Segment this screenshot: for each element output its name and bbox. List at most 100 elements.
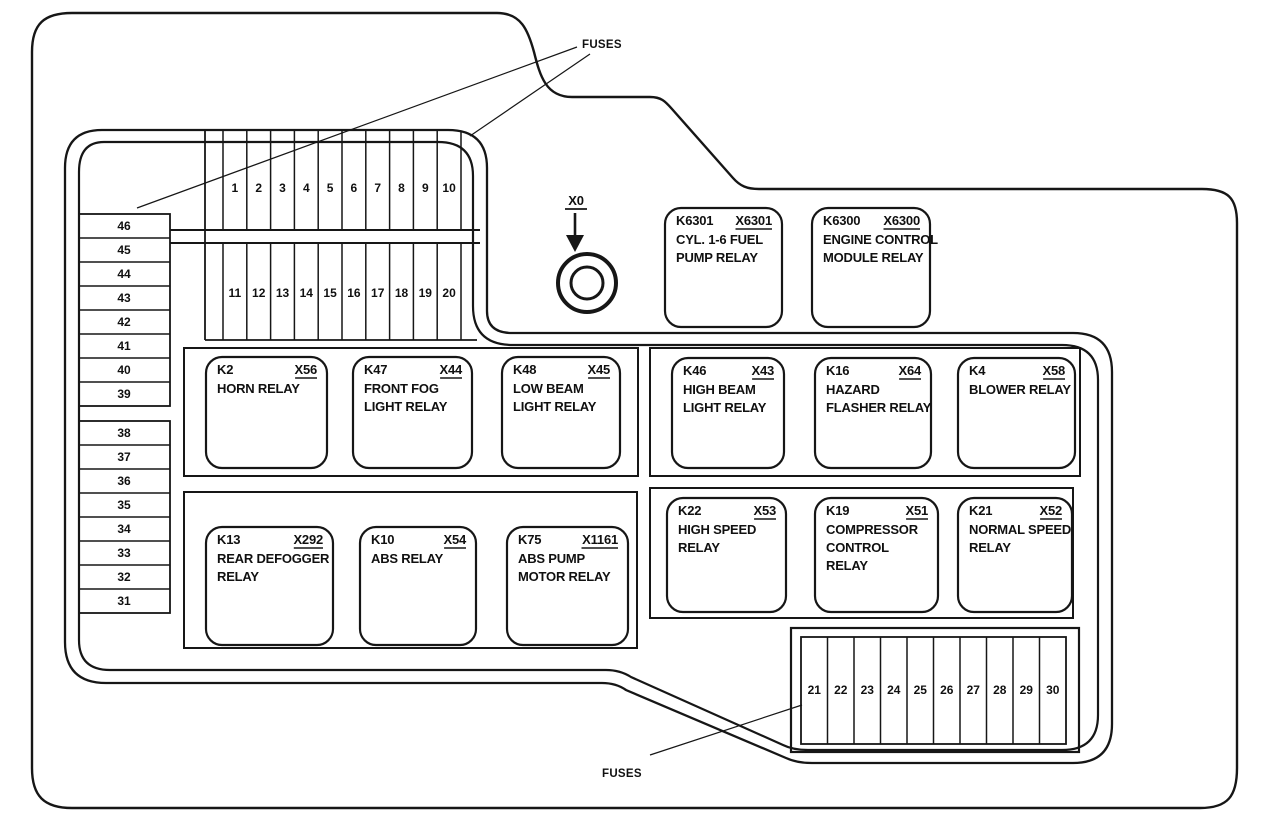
relay-connector: X292 bbox=[293, 532, 323, 547]
relay-code: K75 bbox=[518, 532, 541, 547]
fuse-number: 39 bbox=[117, 387, 131, 401]
fuse-number: 11 bbox=[229, 286, 242, 300]
fuse-number: 22 bbox=[834, 683, 848, 697]
fuse-number: 17 bbox=[371, 286, 385, 300]
relay-group-front-left bbox=[183, 347, 639, 477]
relay-connector: X58 bbox=[1042, 363, 1065, 378]
fuse-number: 14 bbox=[300, 286, 314, 300]
ground-point-outer-ring bbox=[556, 252, 618, 314]
fuse-number: 10 bbox=[442, 181, 456, 195]
fuse-number: 16 bbox=[347, 286, 361, 300]
bottom-strip-outer bbox=[789, 626, 1081, 754]
relay-connector: X6300 bbox=[883, 213, 920, 228]
fuse-number: 45 bbox=[117, 243, 131, 257]
relay-name-line: CONTROL bbox=[826, 540, 889, 555]
relay-box-K19 bbox=[813, 496, 940, 614]
fuse-number: 5 bbox=[327, 181, 334, 195]
fuse-number: 36 bbox=[117, 474, 131, 488]
ground-point-label: X0 bbox=[568, 193, 584, 208]
fuses-top-label: FUSES bbox=[582, 39, 622, 51]
fuse-number: 43 bbox=[117, 291, 131, 305]
relay-name-line: ABS PUMP bbox=[518, 551, 586, 566]
relay-code: K13 bbox=[217, 532, 240, 547]
relay-name-line: HIGH SPEED bbox=[678, 522, 756, 537]
relay-name-line: LOW BEAM bbox=[513, 381, 584, 396]
relay-name-line: RELAY bbox=[826, 558, 868, 573]
relay-connector: X54 bbox=[443, 532, 467, 547]
relay-connector: X6301 bbox=[735, 213, 772, 228]
fuse-number: 8 bbox=[398, 181, 405, 195]
relay-code: K16 bbox=[826, 363, 849, 378]
fuse-number: 28 bbox=[993, 683, 1007, 697]
relay-box-K48 bbox=[500, 355, 622, 470]
fuse-number: 23 bbox=[861, 683, 875, 697]
fuse-number: 4 bbox=[303, 181, 310, 195]
relay-box-K13 bbox=[204, 525, 335, 647]
relay-name-line: RELAY bbox=[217, 569, 259, 584]
relay-code: K4 bbox=[969, 363, 986, 378]
fuse-number: 40 bbox=[117, 363, 131, 377]
fuses-bottom-label: FUSES bbox=[602, 768, 642, 780]
fuse-number: 35 bbox=[117, 498, 131, 512]
fuse-number: 44 bbox=[117, 267, 131, 281]
relay-box-K21 bbox=[956, 496, 1074, 614]
relay-code: K46 bbox=[683, 363, 706, 378]
fuse-number: 42 bbox=[117, 315, 131, 329]
relay-name-line: FRONT FOG bbox=[364, 381, 439, 396]
relay-code: K2 bbox=[217, 362, 233, 377]
fuse-number: 33 bbox=[117, 546, 131, 560]
fuse-number: 34 bbox=[117, 522, 131, 536]
relay-connector: X52 bbox=[1039, 503, 1062, 518]
relay-code: K10 bbox=[371, 532, 394, 547]
fuse-number: 32 bbox=[117, 570, 131, 584]
relay-code: K6300 bbox=[823, 213, 860, 228]
fuse-number: 46 bbox=[117, 219, 131, 233]
relay-name-line: LIGHT RELAY bbox=[513, 399, 597, 414]
relay-name-line: CYL. 1-6 FUEL bbox=[676, 232, 763, 247]
relay-name-line: RELAY bbox=[969, 540, 1011, 555]
relay-group-front-right bbox=[649, 347, 1081, 477]
relay-name-line: RELAY bbox=[678, 540, 720, 555]
relay-name-line: FLASHER RELAY bbox=[826, 400, 932, 415]
relay-box-K2 bbox=[204, 355, 329, 470]
relay-name-line: HORN RELAY bbox=[217, 381, 300, 396]
fuse-number: 13 bbox=[276, 286, 290, 300]
relay-box-K6300 bbox=[810, 206, 932, 329]
relay-code: K21 bbox=[969, 503, 992, 518]
fuse-number: 26 bbox=[940, 683, 954, 697]
relay-connector: X51 bbox=[905, 503, 928, 518]
relay-box-K16 bbox=[813, 356, 933, 470]
fuses-top-leader-right bbox=[469, 53, 591, 137]
relay-code: K22 bbox=[678, 503, 701, 518]
relay-group-rear-left bbox=[183, 491, 638, 649]
relay-name-line: ABS RELAY bbox=[371, 551, 444, 566]
relay-connector: X56 bbox=[294, 362, 317, 377]
relay-name-line: COMPRESSOR bbox=[826, 522, 919, 537]
relay-connector: X53 bbox=[753, 503, 776, 518]
fuse-number: 7 bbox=[374, 181, 381, 195]
relay-name-line: MOTOR RELAY bbox=[518, 569, 611, 584]
fuse-number: 15 bbox=[323, 286, 337, 300]
outer-body-outline bbox=[30, 11, 1239, 810]
relay-connector: X44 bbox=[439, 362, 463, 377]
relay-box-K75 bbox=[505, 525, 630, 647]
fuse-number: 41 bbox=[117, 339, 131, 353]
fuses-top-leader-left bbox=[136, 46, 578, 209]
fuse-number: 2 bbox=[255, 181, 262, 195]
relay-name-line: REAR DEFOGGER bbox=[217, 551, 330, 566]
relay-box-K46 bbox=[670, 356, 786, 470]
fusebox-outline-inner bbox=[77, 140, 1100, 752]
relay-name-line: NORMAL SPEED bbox=[969, 522, 1071, 537]
fuse-number: 27 bbox=[967, 683, 981, 697]
relay-name-line: HAZARD bbox=[826, 382, 880, 397]
fuses-bottom-leader bbox=[649, 704, 803, 756]
fuse-number: 6 bbox=[351, 181, 358, 195]
relay-box-K47 bbox=[351, 355, 474, 470]
relay-code: K48 bbox=[513, 362, 536, 377]
relay-code: K47 bbox=[364, 362, 387, 377]
ground-point-inner-ring bbox=[569, 265, 605, 301]
fuse-number: 21 bbox=[808, 683, 822, 697]
relay-box-K22 bbox=[665, 496, 788, 614]
